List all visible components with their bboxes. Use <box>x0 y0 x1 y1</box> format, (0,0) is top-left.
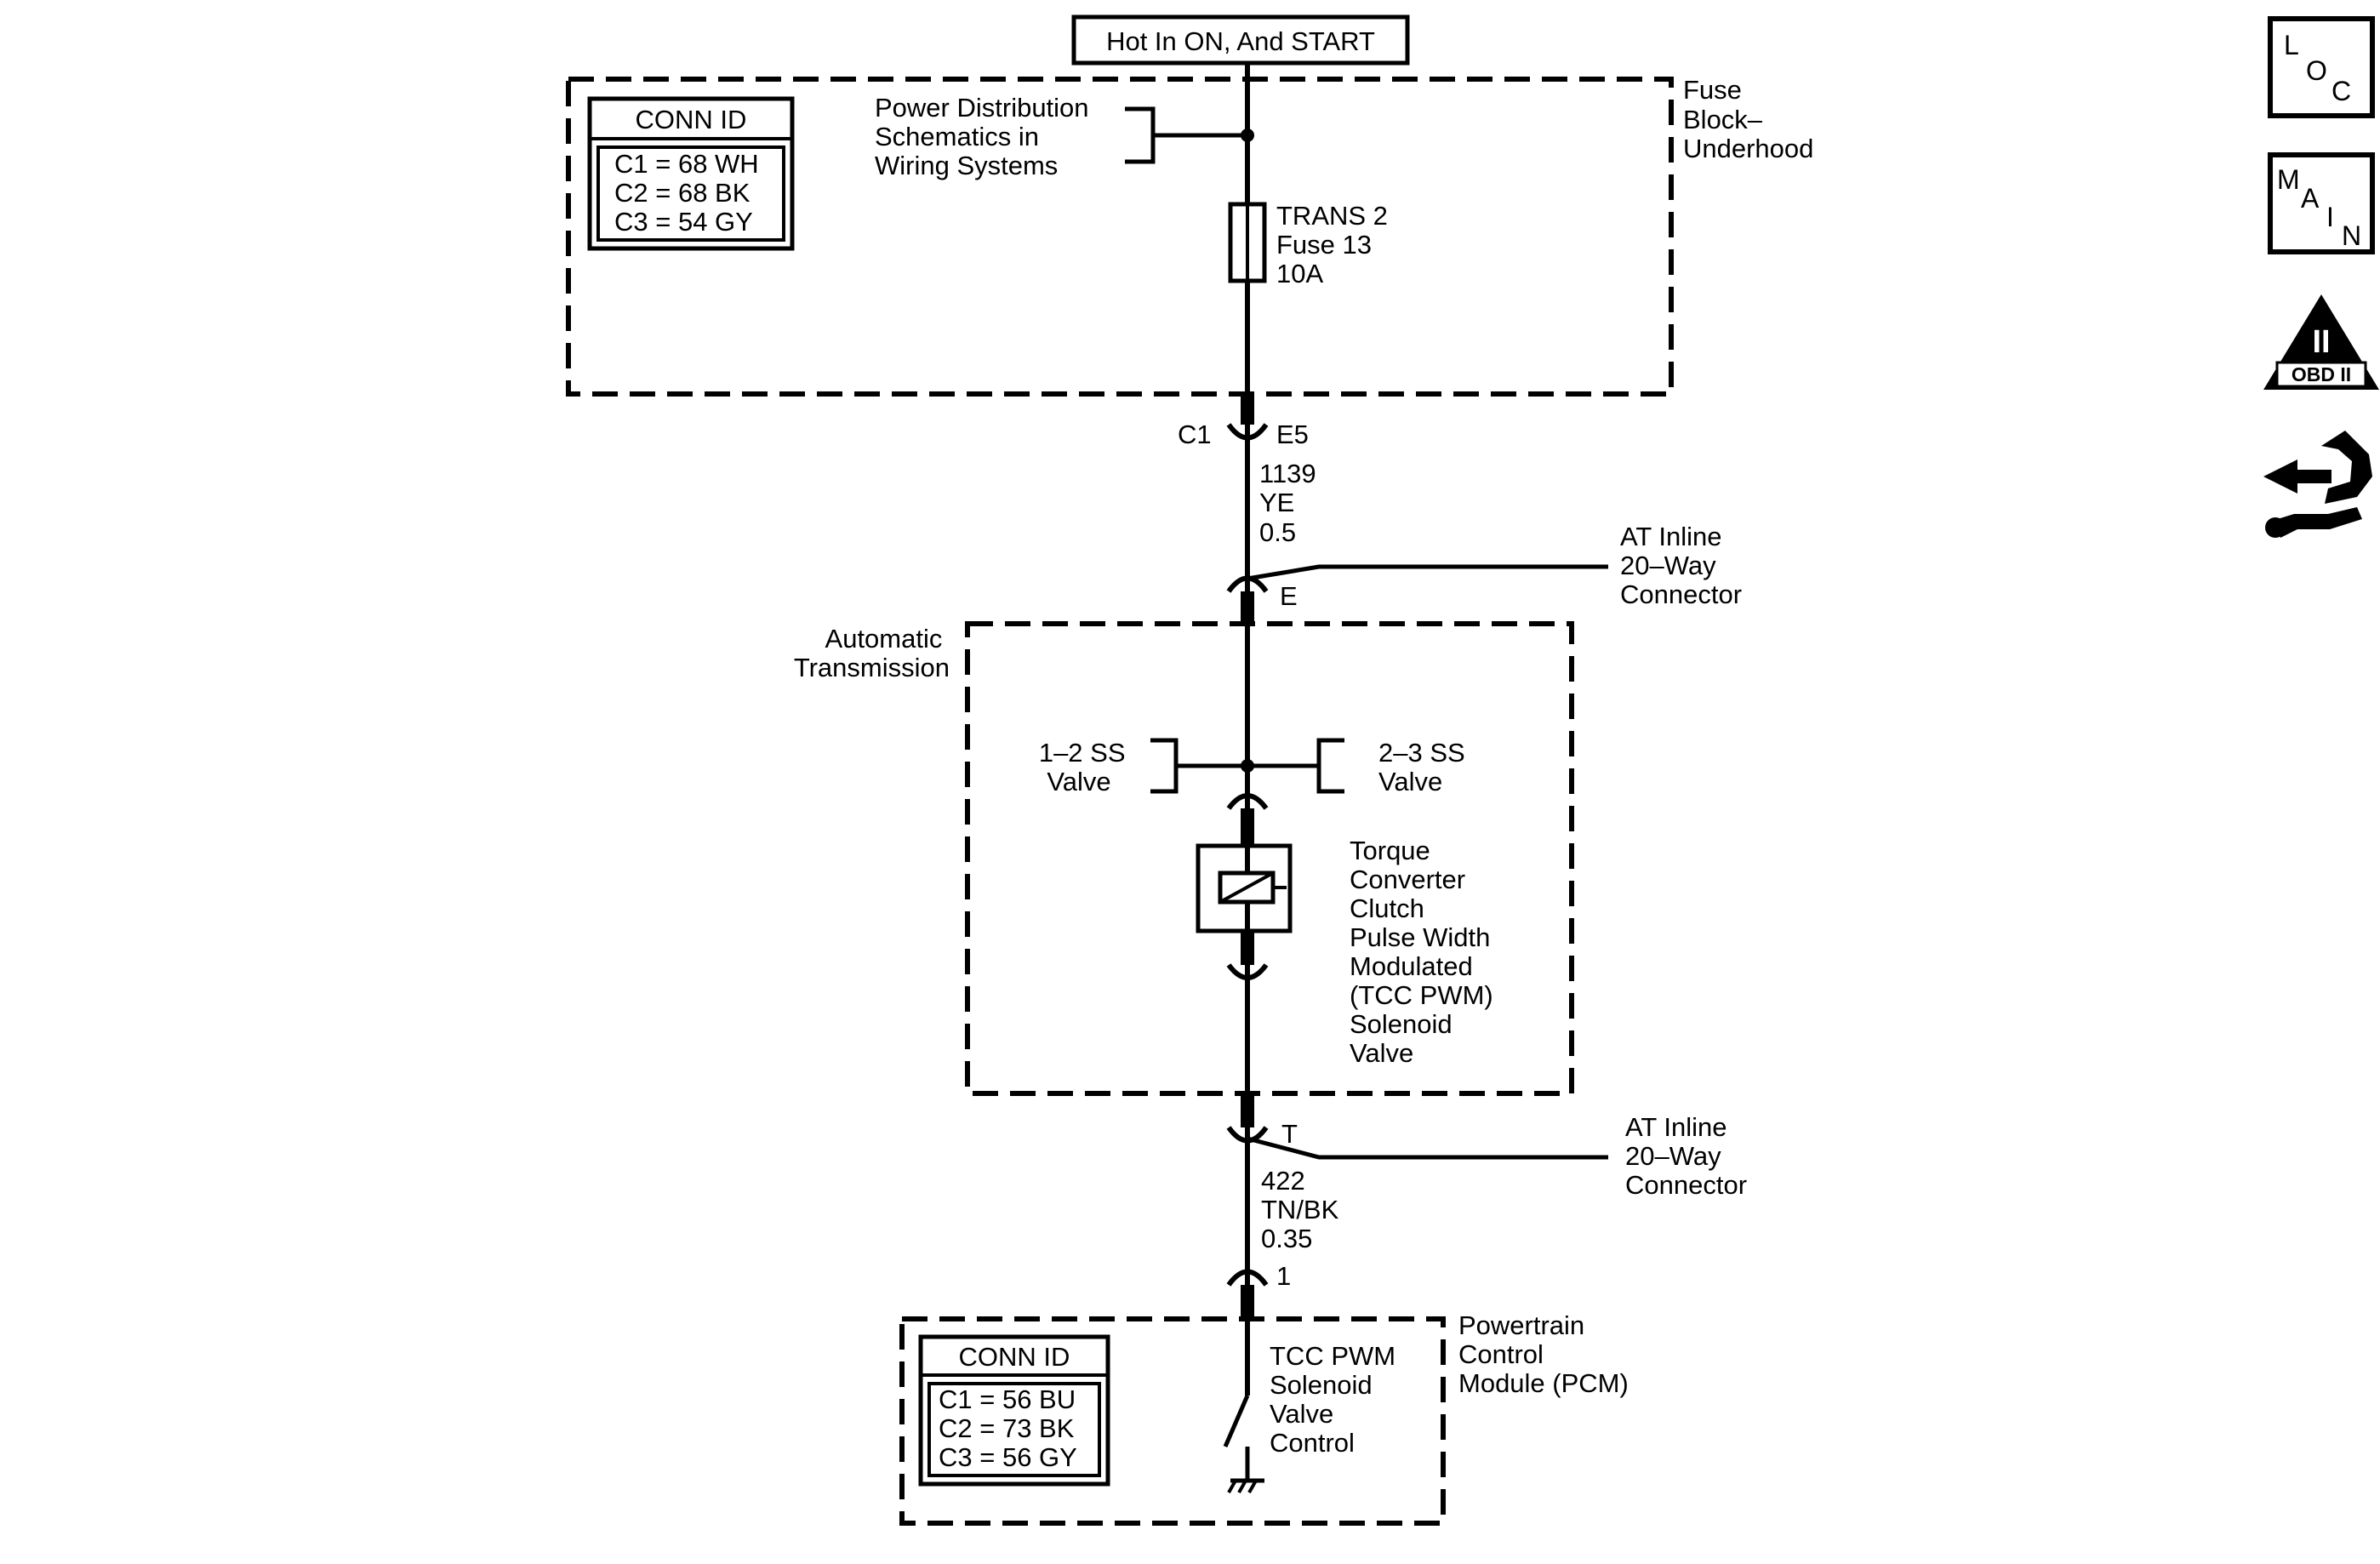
inline-connector-e: E AT Inline 20–Way Connector <box>1226 522 1742 622</box>
diagnostic-connector-icon[interactable] <box>2263 431 2372 538</box>
transmission-label: Automatic Transmission <box>794 624 950 682</box>
inline-connector-t-pin: T <box>1281 1119 1298 1149</box>
inline-connector-t-label: AT Inline 20–Way Connector <box>1625 1112 1747 1200</box>
power-distribution-reference: Power Distribution Schematics in Wiring … <box>875 93 1096 180</box>
pcm-pin-label: 1 <box>1276 1261 1291 1291</box>
svg-text:A: A <box>2301 183 2320 214</box>
connector-c1-e5: C1 E5 <box>1178 394 1309 449</box>
pcm-control-label: TCC PWM Solenoid Valve Control <box>1270 1341 1403 1458</box>
automatic-transmission: Automatic Transmission 1–2 SS Valve 2–3 … <box>794 621 1574 1096</box>
conn-id-title: CONN ID <box>959 1342 1070 1372</box>
conn-id-rows: C1 = 56 BU C2 = 73 BK C3 = 56 GY <box>939 1384 1083 1472</box>
conn-id-rows: C1 = 68 WH C2 = 68 BK C3 = 54 GY <box>614 149 766 237</box>
svg-text:L: L <box>2284 30 2299 60</box>
svg-text:N: N <box>2342 220 2361 251</box>
splice-dot <box>1241 128 1254 142</box>
control-switch <box>1223 1395 1250 1447</box>
conn-id-title: CONN ID <box>636 105 747 134</box>
svg-text:M: M <box>2277 164 2300 195</box>
powertrain-control-module: Powertrain Control Module (PCM) CONN ID … <box>899 1310 1629 1526</box>
fuse-block-label: Fuse Block– Underhood <box>1683 75 1813 163</box>
pcm-outline <box>899 1316 1446 1526</box>
power-source-label: Hot In ON, And START <box>1106 26 1375 56</box>
ss12-valve-label: 1–2 SS Valve <box>1039 738 1133 796</box>
splice-dot <box>1241 759 1254 773</box>
main-button[interactable]: M A I N <box>2268 152 2375 254</box>
fuse-block-outline <box>566 77 1674 397</box>
inline-connector-e-pin: E <box>1280 581 1298 611</box>
svg-text:O: O <box>2306 55 2327 86</box>
connector-c1-label: C1 <box>1178 420 1212 449</box>
tcc-pwm-solenoid <box>1196 843 1293 933</box>
svg-text:I: I <box>2326 202 2334 232</box>
obd-roman-numeral: II <box>2312 324 2330 360</box>
tcc-solenoid-label: Torque Converter Clutch Pulse Width Modu… <box>1350 836 1500 1068</box>
ss12-valve-bracket <box>1150 738 1179 794</box>
inline-connector-t: T AT Inline 20–Way Connector <box>1226 1093 1747 1200</box>
wire-1139-label: 1139 YE 0.5 <box>1259 459 1323 547</box>
connector-e5-label: E5 <box>1276 420 1309 449</box>
fuse-label: TRANS 2 Fuse 13 10A <box>1276 201 1395 288</box>
pcm-label: Powertrain Control Module (PCM) <box>1458 1310 1629 1398</box>
ss23-valve-bracket <box>1316 738 1344 794</box>
obd-label: OBD II <box>2292 363 2351 385</box>
wire-422-label: 422 TN/BK 0.35 <box>1261 1166 1346 1253</box>
ss23-valve-label: 2–3 SS Valve <box>1378 738 1472 796</box>
inline-connector-e-label: AT Inline 20–Way Connector <box>1620 522 1742 609</box>
obd-ii-button[interactable]: II OBD II <box>2263 294 2379 390</box>
pcm-conn-id: CONN ID C1 = 56 BU C2 = 73 BK C3 = 56 GY <box>918 1334 1110 1487</box>
fuse-block-underhood: Fuse Block– Underhood CONN ID C1 = 68 WH… <box>566 75 1813 397</box>
pcm-connector-pin: 1 <box>1226 1261 1291 1319</box>
power-source-box: Hot In ON, And START <box>1071 14 1410 66</box>
transmission-outline <box>965 621 1574 1096</box>
svg-text:C: C <box>2331 76 2351 106</box>
ground-icon <box>1227 1478 1264 1493</box>
power-distribution-bracket <box>1125 106 1156 164</box>
navigation-icons: L O C M A I N II OBD II <box>2263 16 2379 538</box>
fuse-block-conn-id: CONN ID C1 = 68 WH C2 = 68 BK C3 = 54 GY <box>587 96 795 251</box>
loc-button[interactable]: L O C <box>2268 16 2375 118</box>
